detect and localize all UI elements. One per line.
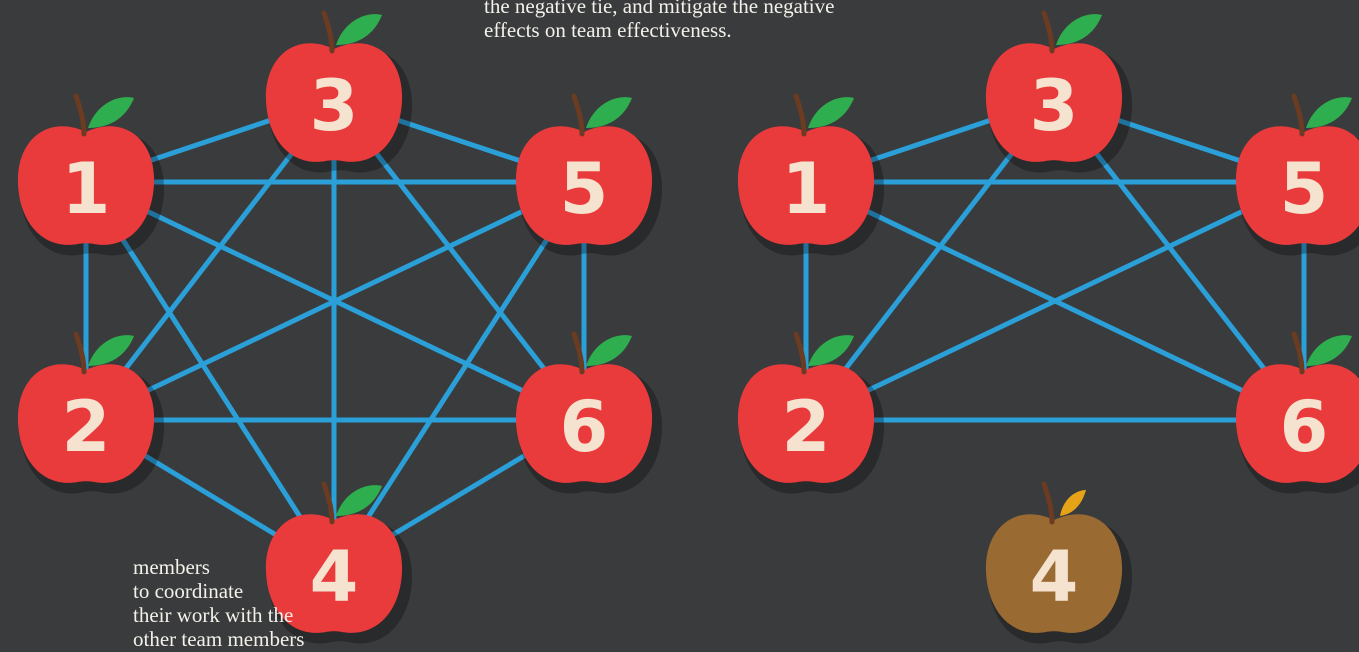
leaf-icon (88, 335, 134, 366)
member-number: 1 (62, 148, 111, 230)
apple-stem (1041, 481, 1055, 525)
member-number: 6 (560, 386, 609, 468)
apple-stem (793, 93, 807, 137)
team-members: 1 2 3 5 6 4 (737, 10, 1359, 644)
apple-body (265, 514, 403, 633)
leaf-icon (808, 97, 854, 128)
caption-top: the negative tie, and mitigate the negat… (484, 0, 964, 42)
apple-member-2: 2 (17, 331, 165, 494)
caption-side-line: their work with the (133, 603, 294, 627)
caption-side-line: other team members (133, 627, 305, 651)
apple-body (265, 43, 403, 162)
apple-body (515, 126, 653, 245)
member-number: 5 (560, 148, 609, 230)
apple-member-3: 3 (265, 10, 413, 173)
apple-body (737, 364, 875, 483)
member-number: 6 (1280, 386, 1329, 468)
apple-member-5: 5 (515, 93, 663, 256)
caption-top-line: effects on team effectiveness. (484, 18, 732, 42)
caption-side: members to coordinate their work with th… (133, 555, 313, 651)
apple-member-1: 1 (17, 93, 165, 256)
leaf-icon (1306, 97, 1352, 128)
member-number: 5 (1280, 148, 1329, 230)
apple-member-1: 1 (737, 93, 885, 256)
apple-body (1235, 126, 1359, 245)
member-number: 4 (1030, 536, 1079, 618)
team-members: 1 2 3 4 5 6 (17, 10, 663, 644)
apple-stem (571, 93, 585, 137)
member-number: 2 (782, 386, 831, 468)
tie-2-5 (803, 179, 1307, 423)
member-number: 3 (310, 65, 359, 147)
apple-body (17, 126, 155, 245)
leaf-icon (1306, 335, 1352, 366)
leaf-icon (336, 485, 382, 516)
leaf-icon (586, 335, 632, 366)
caption-side-line: members (133, 555, 210, 579)
apple-member-3: 3 (985, 10, 1133, 173)
apple-member-4: 4 (265, 481, 413, 644)
caption-top-line: the negative tie, and mitigate the negat… (484, 0, 835, 18)
apple-stem (571, 331, 585, 375)
apple-body (985, 514, 1123, 633)
leaf-icon (586, 97, 632, 128)
apple-member-2: 2 (737, 331, 885, 494)
apple-stem (1041, 10, 1055, 54)
apple-stem (321, 481, 335, 525)
tie-5-4 (331, 179, 587, 573)
member-number: 3 (1030, 65, 1079, 147)
leaf-icon (1060, 490, 1086, 516)
apple-member-6: 6 (1235, 331, 1359, 494)
rotten-apple-member-4: 4 (985, 481, 1133, 644)
member-number: 4 (310, 536, 359, 618)
caption-side-line: to coordinate (133, 579, 244, 603)
network-full-team: 1 2 3 4 5 6 (17, 10, 663, 644)
apple-stem (73, 331, 87, 375)
apple-stem (793, 331, 807, 375)
apple-body (1235, 364, 1359, 483)
apple-body (17, 364, 155, 483)
apple-stem (73, 93, 87, 137)
apple-body (737, 126, 875, 245)
tie-1-4 (83, 179, 337, 573)
apple-member-6: 6 (515, 331, 663, 494)
member-number: 2 (62, 386, 111, 468)
leaf-icon (88, 97, 134, 128)
apple-body (515, 364, 653, 483)
apple-stem (1291, 331, 1305, 375)
leaf-icon (1056, 14, 1102, 45)
apple-member-5: 5 (1235, 93, 1359, 256)
apple-body (985, 43, 1123, 162)
leaf-icon (808, 335, 854, 366)
apple-stem (321, 10, 335, 54)
network-without-member-4: 1 2 3 5 6 4 (737, 10, 1359, 644)
member-number: 1 (782, 148, 831, 230)
apple-stem (1291, 93, 1305, 137)
leaf-icon (336, 14, 382, 45)
